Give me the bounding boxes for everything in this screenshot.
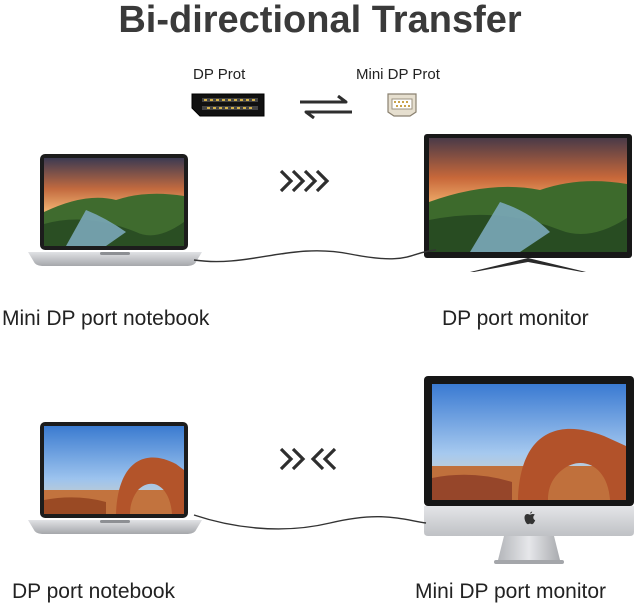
row1-cable xyxy=(190,240,440,270)
triple-chevron-right-icon xyxy=(278,168,330,194)
row2-right-caption: Mini DP port monitor xyxy=(415,580,607,603)
dp-notebook-laptop xyxy=(26,420,204,538)
row1-left-caption: Mini DP port notebook xyxy=(2,307,210,330)
dp-port-icon xyxy=(190,92,266,118)
row2-left-caption: DP port notebook xyxy=(12,580,176,603)
mini-dp-port-icon xyxy=(386,92,418,118)
swap-arrows-icon xyxy=(296,95,356,119)
chevrons-converge-icon xyxy=(278,446,338,472)
page-title: Bi-directional Transfer xyxy=(118,0,522,41)
dp-monitor xyxy=(420,132,636,274)
row2-cable xyxy=(190,505,430,535)
dp-port-label: DP Prot xyxy=(193,66,246,83)
mini-dp-port-label: Mini DP Prot xyxy=(356,66,440,83)
row1-right-caption: DP port monitor xyxy=(442,307,589,330)
mini-dp-notebook-laptop xyxy=(26,152,204,270)
apple-logo-icon xyxy=(524,511,536,525)
mini-dp-imac-monitor xyxy=(422,374,636,566)
